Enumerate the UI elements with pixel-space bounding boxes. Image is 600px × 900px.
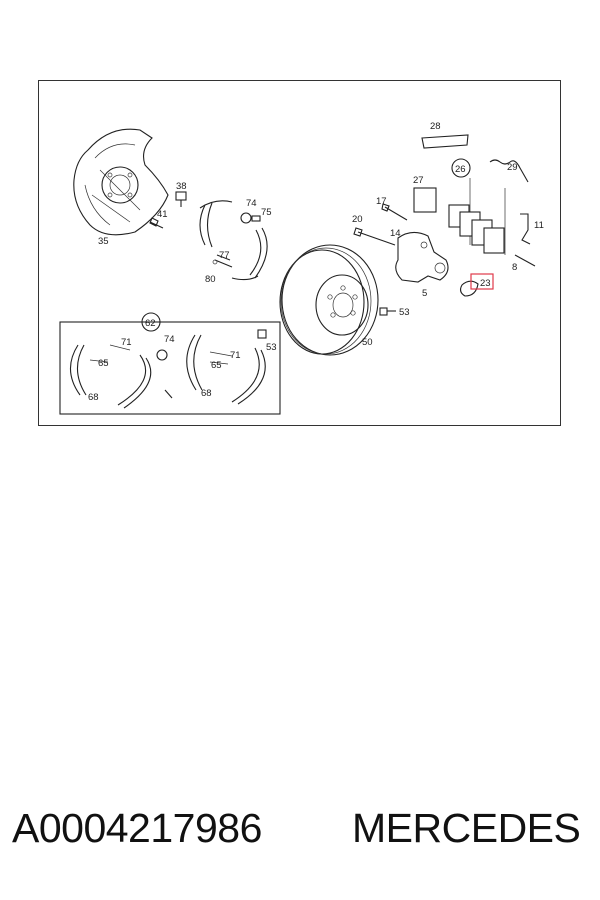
label-29: 29: [507, 162, 518, 173]
label-23: 23: [480, 278, 491, 289]
spring-29[interactable]: [489, 159, 529, 183]
backing-plate[interactable]: [73, 128, 169, 236]
label-50: 50: [362, 337, 373, 348]
label-74-lower: 74: [164, 334, 175, 345]
brake-pads-26[interactable]: [448, 178, 506, 255]
part-number: A0004217986: [12, 805, 262, 851]
label-11: 11: [534, 220, 544, 231]
label-75: 75: [261, 207, 272, 218]
label-17: 17: [376, 196, 387, 207]
label-68-right: 68: [201, 388, 212, 399]
label-28: 28: [430, 121, 441, 132]
label-71-right: 71: [230, 350, 241, 361]
adjuster-77-80[interactable]: [212, 254, 233, 268]
label-53-kit: 53: [266, 342, 277, 353]
pin-8[interactable]: [514, 254, 536, 267]
caliper-carrier[interactable]: [395, 231, 449, 283]
brand-name: MERCEDES: [352, 805, 581, 851]
label-65-left: 65: [98, 358, 109, 369]
diagram-frame: [38, 80, 561, 426]
label-71-left: 71: [121, 337, 132, 348]
bolt-20-14[interactable]: [353, 227, 396, 246]
anti-squeal-plate-28[interactable]: [421, 134, 469, 149]
adjuster-74-75[interactable]: [240, 212, 261, 224]
clip-11[interactable]: [520, 213, 531, 245]
label-38: 38: [176, 181, 187, 192]
label-20: 20: [352, 214, 363, 225]
bolt-41[interactable]: [149, 217, 164, 229]
label-27: 27: [413, 175, 424, 186]
bolt-38[interactable]: [175, 191, 187, 207]
parking-brake-kit-62[interactable]: [59, 321, 281, 415]
screw-53-disc[interactable]: [379, 307, 396, 316]
wear-sensor-23[interactable]: [459, 273, 494, 297]
label-14: 14: [390, 228, 401, 239]
label-62: 62: [145, 318, 156, 329]
label-68-left: 68: [88, 392, 99, 403]
label-74-upper: 74: [246, 198, 257, 209]
label-8: 8: [512, 262, 517, 273]
label-77: 77: [219, 250, 230, 261]
label-41: 41: [157, 209, 168, 220]
bolt-17[interactable]: [381, 203, 408, 221]
label-80: 80: [205, 274, 216, 285]
label-26: 26: [455, 164, 466, 175]
label-5: 5: [422, 288, 427, 299]
brake-disc[interactable]: [279, 244, 379, 356]
caption: A0004217986 MERCEDES: [0, 805, 600, 865]
label-35: 35: [98, 236, 109, 247]
brake-shoe-pair-upper[interactable]: [199, 200, 268, 281]
label-65-right: 65: [211, 360, 222, 371]
label-53-disc: 53: [399, 307, 410, 318]
shim-27[interactable]: [413, 187, 437, 213]
